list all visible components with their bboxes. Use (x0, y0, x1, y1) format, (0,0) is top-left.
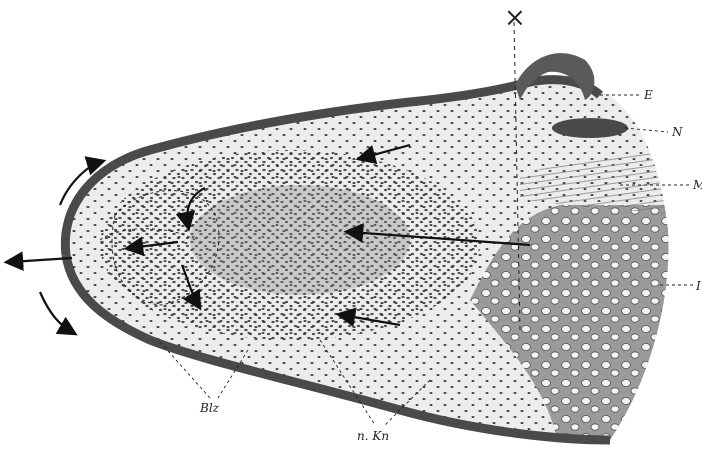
label-new-cartilage: n. Kn (357, 429, 389, 443)
label-nerve: N (671, 125, 683, 139)
tissue-body (60, 53, 680, 460)
label-muscle: M (692, 178, 702, 192)
label-cross-mark: × (504, 3, 526, 33)
label-epidermis: E (643, 88, 653, 102)
arrow-curve-bottom (40, 292, 72, 332)
label-right-edge: I (695, 279, 701, 293)
nerve-bundle (552, 118, 628, 138)
label-blastema: Blz (199, 401, 220, 415)
